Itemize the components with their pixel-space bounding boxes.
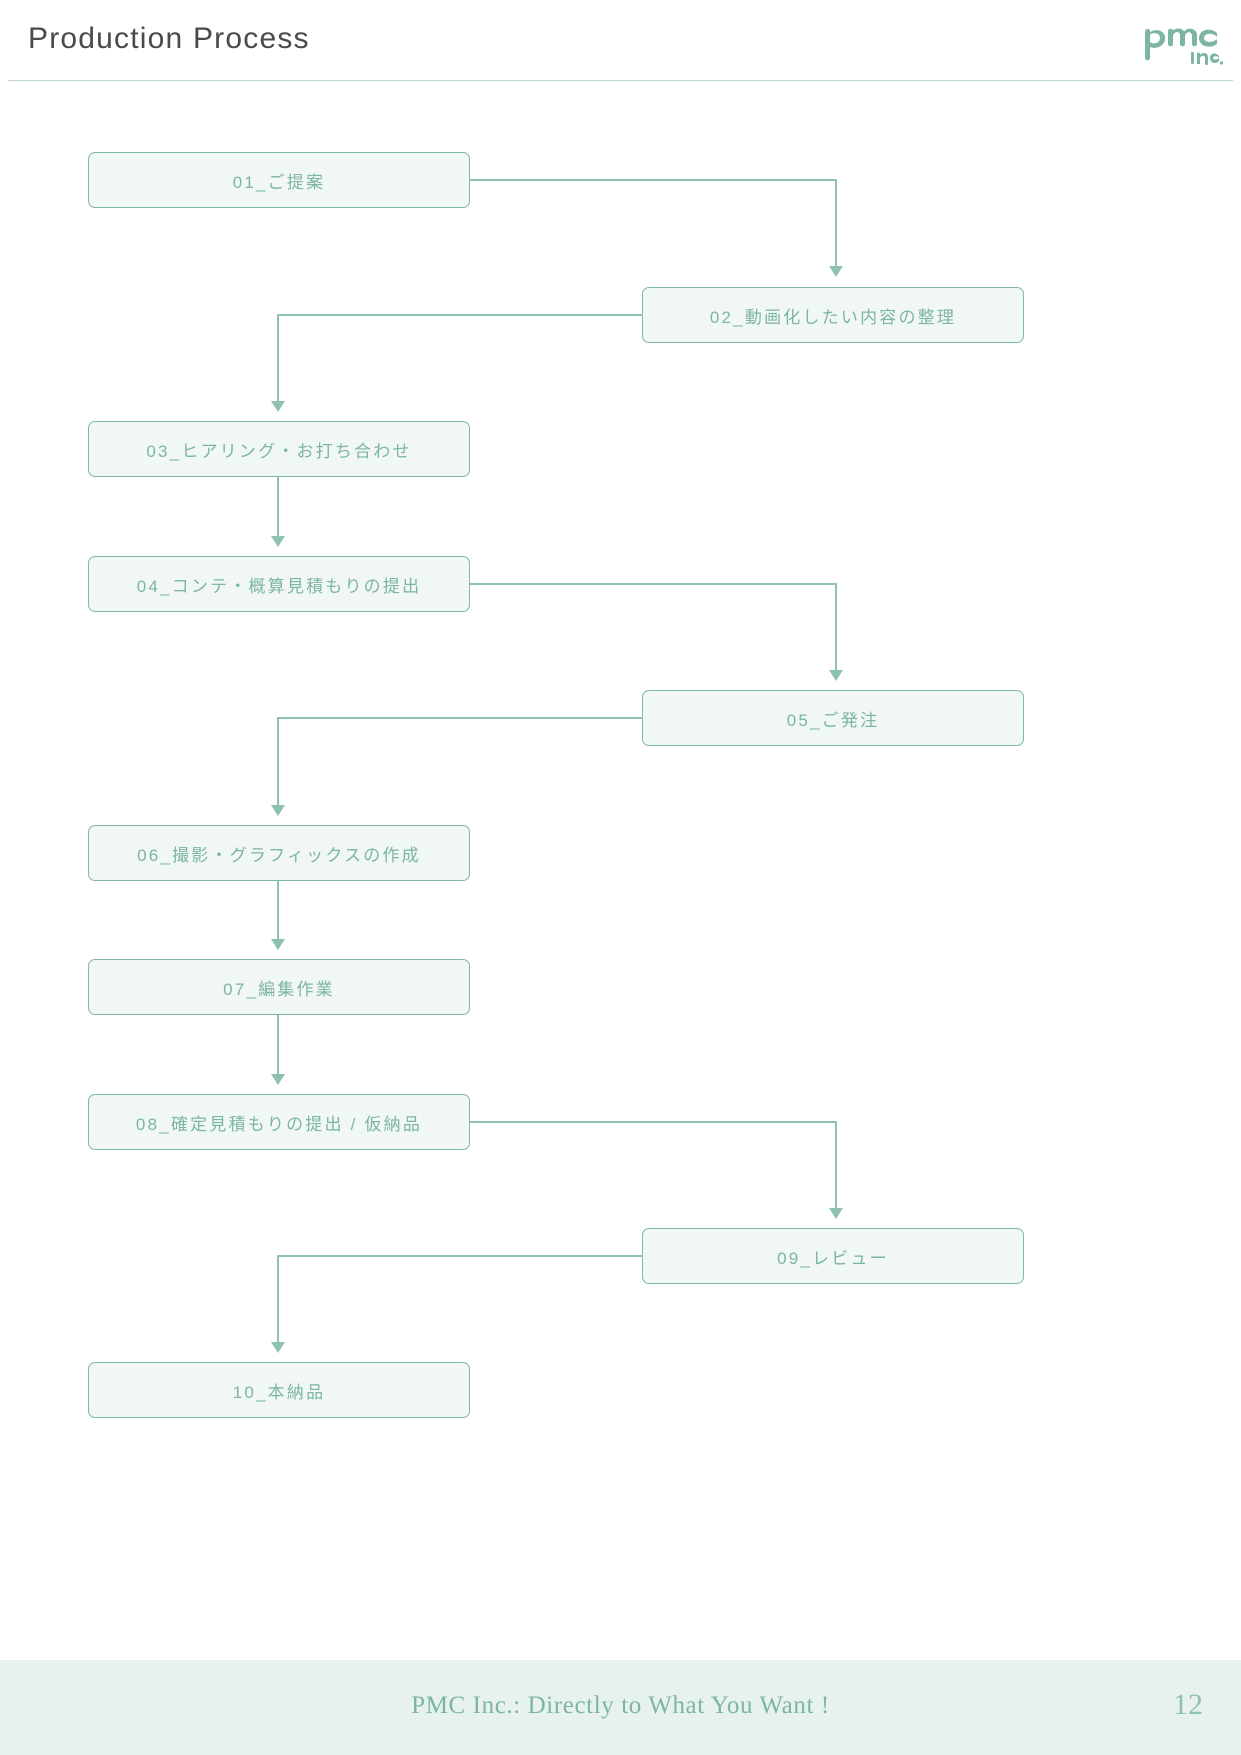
page-number: 12 [1173,1688,1203,1721]
connector-03-04-vertical [277,477,279,538]
connector-04-05-vertical [835,583,837,672]
arrow-04-05 [829,670,843,681]
connector-09-10-horizontal [277,1255,643,1257]
flow-node-10[interactable]: 10_本納品 [88,1362,470,1418]
flow-node-label: 02_動画化したい内容の整理 [709,307,957,327]
flow-node-label: 10_本納品 [232,1382,326,1402]
page-header: Production Process [0,0,1241,82]
connector-08-09-vertical [835,1121,837,1210]
arrow-09-10 [271,1342,285,1353]
flow-node-label: 08_確定見積もりの提出 / 仮納品 [135,1114,423,1134]
arrow-05-06 [271,805,285,816]
connector-05-06-vertical [277,717,279,807]
connector-07-08-vertical [277,1015,279,1076]
arrow-03-04 [271,536,285,547]
flow-node-label: 04_コンテ・概算見積もりの提出 [136,576,422,596]
flow-node-06[interactable]: 06_撮影・グラフィックスの作成 [88,825,470,881]
connector-01-02-vertical [835,179,837,268]
flow-node-label: 03_ヒアリング・お打ち合わせ [146,441,412,461]
footer-tagline: PMC Inc.: Directly to What You Want ! [411,1692,830,1719]
flow-node-02[interactable]: 02_動画化したい内容の整理 [642,287,1024,343]
pmc-inc-logo-icon [1139,18,1223,66]
arrow-08-09 [829,1208,843,1219]
header-divider [8,80,1233,81]
connector-04-05-horizontal [470,583,836,585]
flow-node-03[interactable]: 03_ヒアリング・お打ち合わせ [88,421,470,477]
page-title: Production Process [28,22,310,55]
flow-node-08[interactable]: 08_確定見積もりの提出 / 仮納品 [88,1094,470,1150]
flow-node-07[interactable]: 07_編集作業 [88,959,470,1015]
connector-01-02-horizontal [470,179,836,181]
flow-node-label: 01_ご提案 [232,172,326,192]
arrow-06-07 [271,939,285,950]
connector-05-06-horizontal [277,717,643,719]
flow-node-label: 05_ご発注 [786,710,880,730]
flow-node-05[interactable]: 05_ご発注 [642,690,1024,746]
flow-node-label: 07_編集作業 [223,979,335,999]
connector-09-10-vertical [277,1255,279,1344]
connector-02-03-horizontal [277,314,643,316]
arrow-07-08 [271,1074,285,1085]
connector-02-03-vertical [277,314,279,403]
page-footer: PMC Inc.: Directly to What You Want ! 12 [0,1660,1241,1755]
flow-node-label: 06_撮影・グラフィックスの作成 [137,845,421,865]
arrow-01-02 [829,266,843,277]
connector-06-07-vertical [277,881,279,941]
flow-node-label: 09_レビュー [777,1248,889,1268]
arrow-02-03 [271,401,285,412]
flow-node-01[interactable]: 01_ご提案 [88,152,470,208]
flow-node-04[interactable]: 04_コンテ・概算見積もりの提出 [88,556,470,612]
flow-node-09[interactable]: 09_レビュー [642,1228,1024,1284]
connector-08-09-horizontal [470,1121,836,1123]
